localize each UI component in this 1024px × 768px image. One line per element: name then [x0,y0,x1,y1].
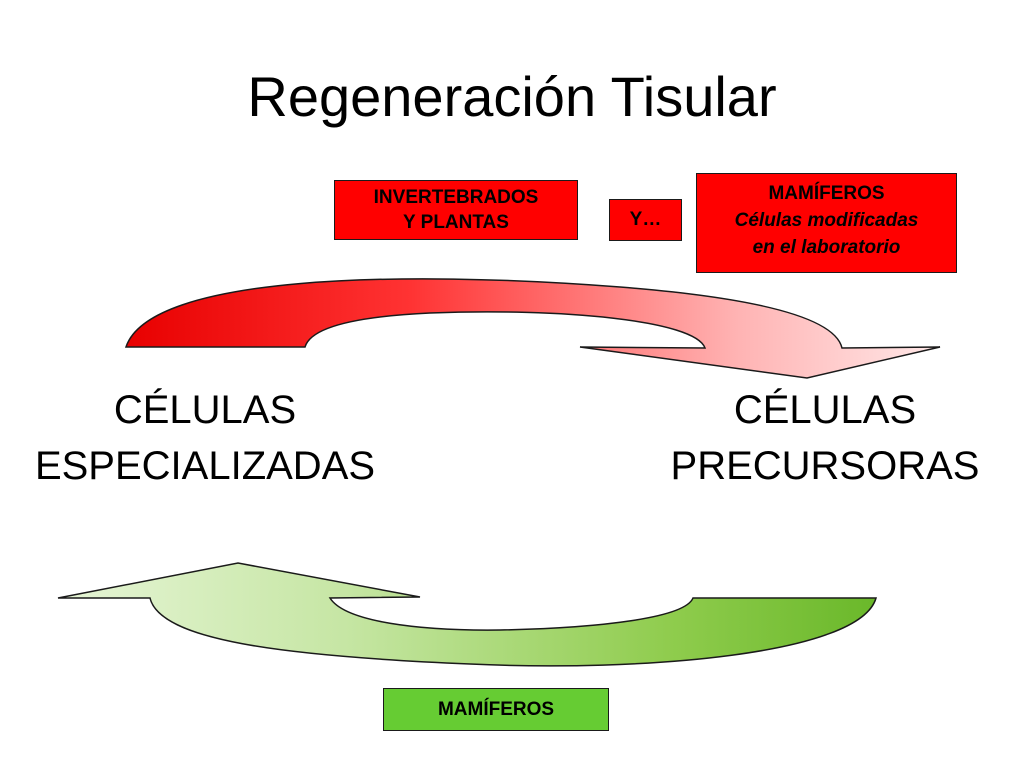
mamiferos-box: MAMÍFEROS [383,688,609,731]
celulas-especializadas-label: CÉLULAS ESPECIALIZADAS [0,382,410,494]
laboratorio-label: en el laboratorio [752,237,901,258]
celulas-right-line2: PRECURSORAS [670,444,980,488]
celulas-modificadas-label: Células modificadas [734,210,919,231]
top-arrow [124,278,941,379]
celulas-right-line1: CÉLULAS [733,388,917,432]
mamiferos-lab-box: MAMÍFEROS Células modificadas en el labo… [696,173,957,273]
mamiferos-heading: MAMÍFEROS [768,183,885,204]
slide-title: Regeneración Tisular [247,65,777,128]
celulas-precursoras-label: CÉLULAS PRECURSORAS [640,382,1010,494]
celulas-left-line1: CÉLULAS [113,388,297,432]
bottom-arrow [57,562,877,667]
plantas-label: Y PLANTAS [403,212,509,233]
invertebrados-label: INVERTEBRADOS [373,187,539,208]
celulas-left-line2: ESPECIALIZADAS [34,444,376,488]
invertebrados-plantas-box: INVERTEBRADOS Y PLANTAS [334,180,578,240]
y-box: Y… [609,199,682,241]
